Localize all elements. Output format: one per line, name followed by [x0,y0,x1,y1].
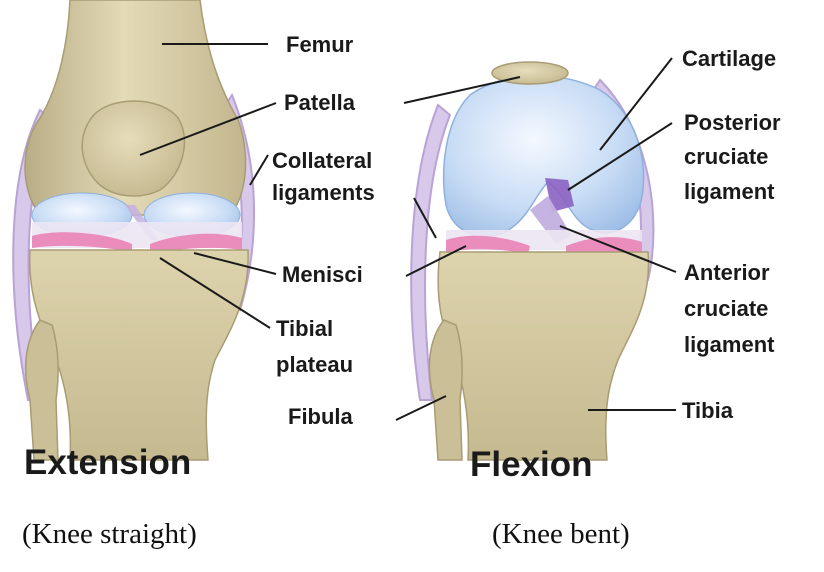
label-patella: Patella [284,90,356,115]
label-acl-1: Anterior [684,260,770,285]
label-pcl-1: Posterior [684,110,781,135]
caption-extension: (Knee straight) [22,518,197,551]
caption-flexion: (Knee bent) [492,518,630,551]
patella-bone [82,101,184,196]
label-pcl-2: cruciate [684,144,768,169]
extension-knee [13,0,254,460]
label-pcl-3: ligament [684,179,775,204]
label-cartilage: Cartilage [682,46,776,71]
flexion-fibula-bone [429,320,462,460]
label-femur: Femur [286,32,354,57]
title-flexion: Flexion [470,445,593,484]
fibula-bone [26,320,58,460]
label-acl-3: ligament [684,332,775,357]
tibia-bone [30,250,248,460]
label-tibial-1: Tibial [276,316,333,341]
flexion-tibia-bone [438,252,648,460]
label-collateral-1: Collateral [272,148,372,173]
flexion-knee [411,62,653,460]
label-acl-2: cruciate [684,296,768,321]
label-fibula: Fibula [288,404,354,429]
label-collateral-2: ligaments [272,180,375,205]
label-tibia: Tibia [682,398,734,423]
label-tibial-2: plateau [276,352,353,377]
label-menisci: Menisci [282,262,363,287]
leader-collateral-left [250,155,268,185]
title-extension: Extension [24,443,191,482]
